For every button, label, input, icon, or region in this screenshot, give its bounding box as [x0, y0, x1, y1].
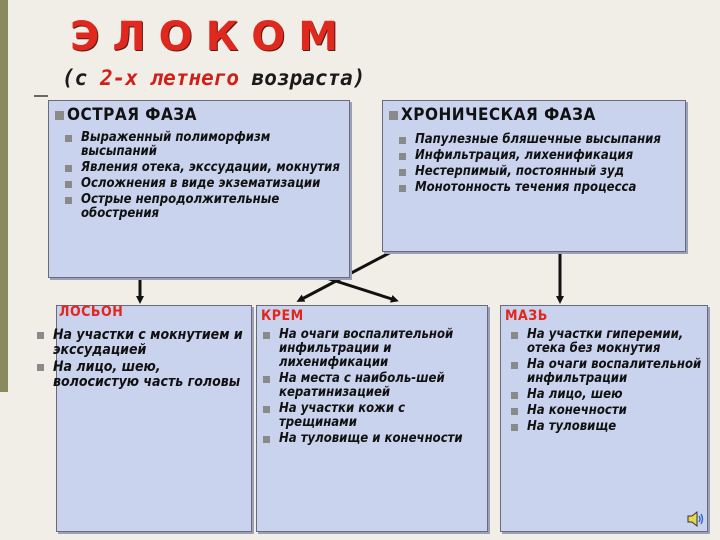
- square-bullet-icon: [37, 364, 44, 371]
- list-item: На участки гиперемии, отека без мокнутия: [507, 328, 703, 356]
- square-bullet-icon: [389, 110, 398, 120]
- slide-subtitle: (с 2-х летнего возраста): [62, 66, 365, 90]
- lotion-box: ЛОСЬОН На участки с мокнутием и экссудац…: [37, 304, 252, 532]
- list-item: На участки кожи с трещинами: [259, 402, 481, 430]
- list-item: Папулезные бляшечные высыпания: [395, 133, 679, 147]
- acute-phase-list: Выраженный полиморфизм высыпаний Явления…: [61, 131, 341, 223]
- square-bullet-icon: [511, 392, 518, 399]
- list-item: Острые непродолжительные обострения: [61, 193, 341, 221]
- square-bullet-icon: [65, 135, 72, 142]
- square-bullet-icon: [65, 181, 72, 188]
- list-item: На участки с мокнутием и экссудацией: [33, 328, 245, 358]
- list-item: Монотонность течения процесса: [395, 181, 679, 195]
- square-bullet-icon: [399, 137, 406, 144]
- square-bullet-icon: [511, 408, 518, 415]
- arrow-acute-to-ointment-cross: [319, 274, 399, 303]
- speaker-icon[interactable]: [686, 510, 706, 528]
- square-bullet-icon: [263, 406, 270, 413]
- subtitle-highlight: 2-х летнего: [99, 66, 240, 90]
- subtitle-pre: (с: [62, 66, 100, 90]
- list-item: На очаги воспалительной инфильтрации: [507, 358, 703, 386]
- cream-heading: КРЕМ: [261, 308, 304, 324]
- square-bullet-icon: [263, 332, 270, 339]
- ointment-heading: МАЗЬ: [505, 308, 548, 324]
- square-bullet-icon: [399, 153, 406, 160]
- slide-title: ЭЛОКОМ: [70, 14, 352, 60]
- cream-box: КРЕМ На очаги воспалительной инфильтраци…: [256, 305, 488, 532]
- square-bullet-icon: [399, 169, 406, 176]
- square-bullet-icon: [65, 197, 72, 204]
- list-item: Осложнения в виде экзематизации: [61, 177, 341, 191]
- square-bullet-icon: [511, 362, 518, 369]
- list-item: На туловище и конечности: [259, 432, 481, 446]
- chronic-phase-title: ХРОНИЧЕСКАЯ ФАЗА: [401, 105, 596, 125]
- list-item: На очаги воспалительной инфильтрации и л…: [259, 328, 481, 370]
- title-underline: [34, 95, 48, 97]
- subtitle-post: возраста): [239, 66, 366, 90]
- chronic-phase-box: ХРОНИЧЕСКАЯ ФАЗА Папулезные бляшечные вы…: [382, 100, 686, 252]
- square-bullet-icon: [55, 110, 64, 120]
- list-item: На туловище: [507, 420, 703, 434]
- list-item: На конечности: [507, 404, 703, 418]
- acute-phase-title: ОСТРАЯ ФАЗА: [67, 105, 198, 125]
- square-bullet-icon: [511, 424, 518, 431]
- list-item: На лицо, шею: [507, 388, 703, 402]
- square-bullet-icon: [65, 165, 72, 172]
- acute-phase-heading: ОСТРАЯ ФАЗА: [55, 105, 197, 125]
- list-item: Инфильтрация, лихенификация: [395, 149, 679, 163]
- chronic-phase-list: Папулезные бляшечные высыпания Инфильтра…: [395, 133, 679, 197]
- square-bullet-icon: [37, 332, 44, 339]
- ointment-box: МАЗЬ На участки гиперемии, отека без мок…: [500, 305, 708, 532]
- square-bullet-icon: [511, 332, 518, 339]
- ointment-list: На участки гиперемии, отека без мокнутия…: [507, 328, 703, 436]
- square-bullet-icon: [263, 436, 270, 443]
- list-item: На места с наиболь-шей кератинизацией: [259, 372, 481, 400]
- list-item: На лицо, шею, волосистую часть головы: [33, 360, 245, 390]
- list-item: Явления отека, экссудации, мокнутия: [61, 161, 341, 175]
- list-item: Нестерпимый, постоянный зуд: [395, 165, 679, 179]
- square-bullet-icon: [399, 185, 406, 192]
- cream-list: На очаги воспалительной инфильтрации и л…: [259, 328, 481, 448]
- chronic-phase-heading: ХРОНИЧЕСКАЯ ФАЗА: [389, 105, 596, 125]
- acute-phase-box: ОСТРАЯ ФАЗА Выраженный полиморфизм высып…: [48, 100, 350, 278]
- left-accent-strip: [0, 0, 8, 392]
- list-item: Выраженный полиморфизм высыпаний: [61, 131, 341, 159]
- lotion-heading: ЛОСЬОН: [59, 304, 124, 320]
- square-bullet-icon: [263, 376, 270, 383]
- lotion-list: На участки с мокнутием и экссудацией На …: [33, 328, 245, 392]
